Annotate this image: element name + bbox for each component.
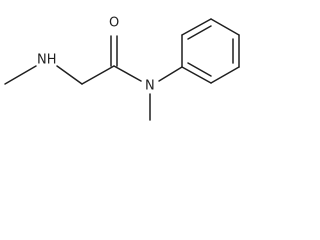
phenyl-inner-bond-1 — [187, 25, 212, 40]
phenyl-bond-2 — [181, 18, 212, 36]
phenyl-bond-3 — [210, 18, 240, 36]
phenyl-bond-6 — [181, 66, 212, 84]
bond-methyl-amine — [4, 65, 37, 85]
bond-amide-phenyl — [158, 66, 183, 82]
phenyl-inner-bond-3 — [187, 62, 212, 77]
phenyl-bond-5 — [210, 66, 240, 84]
carbonyl-oxygen-label: O — [109, 16, 119, 31]
amide-nitrogen-label: N — [145, 79, 155, 94]
bond-carbonyl-amide — [113, 65, 142, 82]
bond-methylene-carbonyl — [81, 65, 115, 85]
bond-amine-methylene — [56, 65, 83, 85]
amine-nitrogen-label: NH — [37, 53, 57, 68]
chemical-structure-diagram: NH O N — [4, 16, 240, 121]
